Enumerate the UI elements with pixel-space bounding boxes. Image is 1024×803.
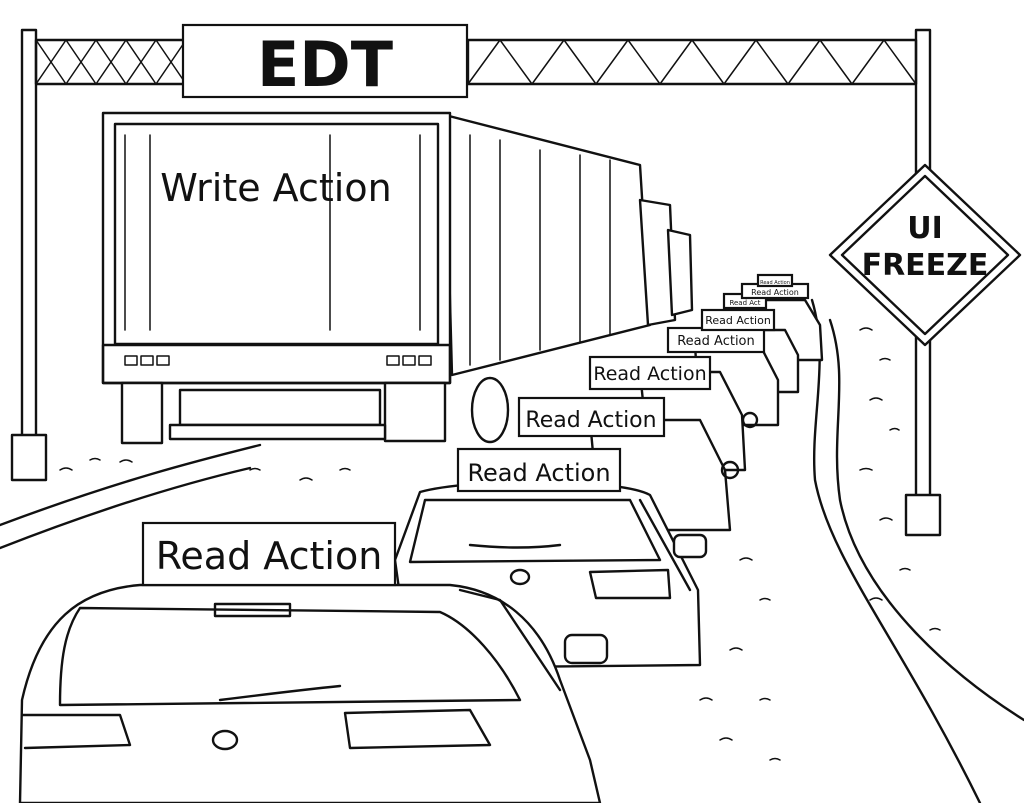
car-labels (141, 273, 810, 587)
car-label-7: Read Act (729, 299, 760, 307)
car-front (18, 583, 609, 803)
ui-freeze-sign-line2: FREEZE (862, 248, 989, 283)
car-label-5: Read Action (677, 334, 755, 349)
edt-sign-label: EDT (257, 28, 393, 101)
edt-sign (181, 23, 469, 99)
overhead-gantry (10, 23, 942, 537)
car-label-1: Read Action (156, 534, 383, 578)
car-label-4: Read Action (593, 363, 706, 385)
road (0, 298, 1024, 803)
car-plate-1 (141, 521, 397, 587)
car-plate-4 (588, 355, 712, 391)
car-label-8: Read Action (751, 288, 799, 297)
car-plate-3 (517, 396, 666, 438)
car-plate-2 (456, 447, 622, 493)
car-label-3: Read Action (525, 408, 656, 433)
truck-label: Write Action (160, 166, 391, 210)
car-plate-5 (666, 326, 766, 354)
car-plate-9 (756, 273, 794, 288)
ui-freeze-sign-line1: UI (907, 211, 943, 246)
ui-freeze-sign (828, 163, 1022, 347)
car-plate-6 (700, 308, 776, 332)
car-label-2: Read Action (467, 459, 610, 487)
car-label-6: Read Action (705, 314, 771, 327)
truck (101, 111, 694, 445)
car-label-9: Read Action (760, 280, 790, 286)
